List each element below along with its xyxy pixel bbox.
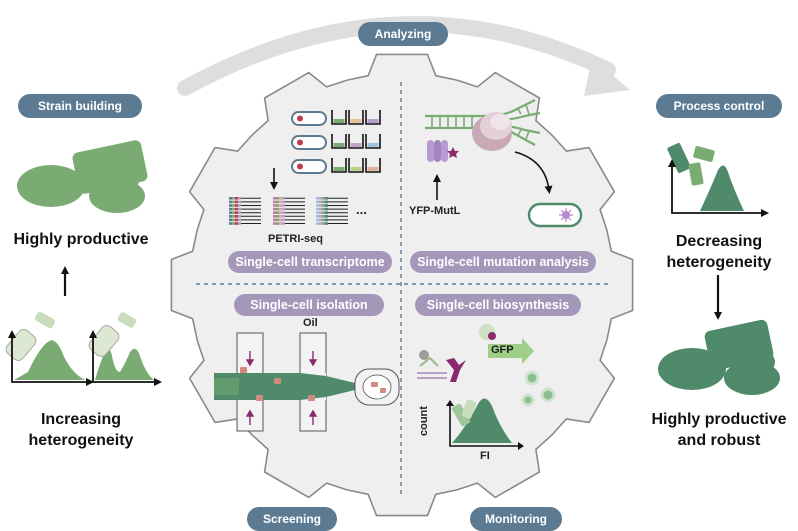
stage-screening: Screening [247,507,337,531]
gfp-label: GFP [491,344,514,356]
narrow-histogram-icon [667,143,769,217]
stage-analyzing: Analyzing [358,22,448,46]
budding-cell-icon [89,170,145,213]
yfp-mutl-label: YFP-MutL [409,205,461,217]
increasing-heterogeneity-text: Increasing heterogeneity [2,409,160,451]
mutation-illustration [425,99,583,228]
right-panel-graphics [658,143,780,395]
petri-seq-label: PETRI-seq [268,233,324,245]
and-robust-line: and robust [677,432,761,449]
oil-label: Oil [303,317,318,329]
label-single-cell-isolation: Single-cell isolation [234,294,384,316]
rna-construct-icon [417,350,466,382]
fi-axis-label: FI [480,450,490,462]
label-single-cell-transcriptome: Single-cell transcriptome [228,251,392,273]
heterogeneity-line-right: heterogeneity [666,254,772,271]
stage-monitoring: Monitoring [470,507,562,531]
ellipsis-label: ... [356,202,367,217]
heterogeneity-line: heterogeneity [28,432,134,449]
well-plates-icon [331,110,381,173]
heterogeneity-histogram-2 [88,312,162,386]
gfp-expression-icon [479,324,534,364]
highly-productive-robust-text: Highly productive and robust [642,409,796,451]
highly-productive-text: Highly productive [13,231,149,248]
fluorescence-histogram-icon [446,398,524,450]
yfp-mutl-protein-icon [427,140,459,162]
decreasing-heterogeneity-text: Decreasing heterogeneity [642,231,796,273]
heterogeneity-histogram-1 [5,311,94,386]
label-single-cell-biosynthesis: Single-cell biosynthesis [415,294,581,316]
transcriptome-illustration [229,110,381,225]
budding-cell-dark-icon [724,352,780,395]
highly-productive-line: Highly productive [651,411,787,428]
gear-shape [170,53,634,517]
polymerase-icon [472,112,512,151]
gfp-cells-icon [521,370,556,407]
barcode-reads-icon [229,197,348,225]
left-panel-graphics [5,140,162,386]
label-single-cell-mutation-analysis: Single-cell mutation analysis [410,251,596,273]
microfluidic-chip-illustration [214,332,400,432]
yeast-cell-icon [17,165,85,207]
bacteria-column-icon [291,111,327,174]
process-control-title: Process control [656,94,782,118]
strain-building-title: Strain building [18,94,142,118]
increasing-line: Increasing [40,411,122,428]
yeast-cell-dark-icon [658,348,726,390]
biosynthesis-illustration [417,324,556,450]
mutant-bacterium-icon [527,202,583,228]
decreasing-line: Decreasing [675,233,763,250]
count-axis-label: count [418,406,430,436]
